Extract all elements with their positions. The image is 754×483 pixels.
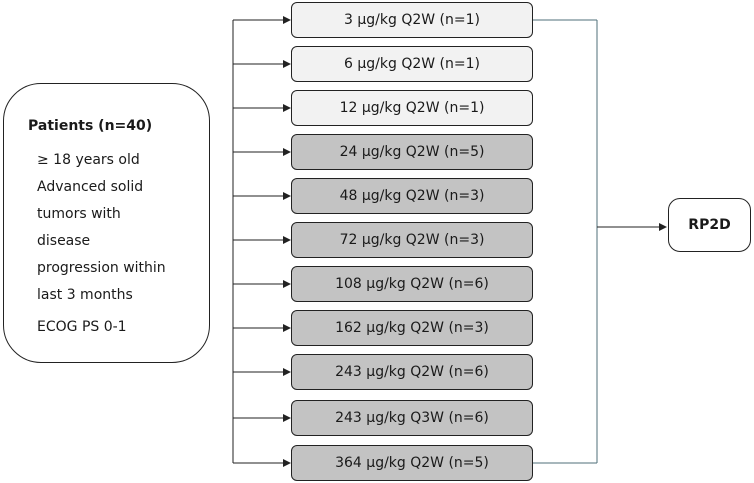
dose-arm-box: 6 μg/kg Q2W (n=1) xyxy=(291,46,533,82)
dose-arm-label: 48 μg/kg Q2W (n=3) xyxy=(339,188,485,204)
patients-title: Patients (n=40) xyxy=(28,118,153,134)
criterion-line-5: last 3 months xyxy=(37,287,133,303)
dose-arm-label: 162 μg/kg Q2W (n=3) xyxy=(335,320,489,336)
dose-arm-label: 364 μg/kg Q2W (n=5) xyxy=(335,455,489,471)
criterion-line-2: tumors with xyxy=(37,206,121,222)
rp2d-box: RP2D xyxy=(668,198,751,252)
rp2d-label: RP2D xyxy=(688,217,731,233)
patients-box: Patients (n=40) ≥ 18 years old Advanced … xyxy=(3,83,210,363)
dose-arm-label: 24 μg/kg Q2W (n=5) xyxy=(339,144,485,160)
dose-arm-box: 12 μg/kg Q2W (n=1) xyxy=(291,90,533,126)
dose-arm-box: 72 μg/kg Q2W (n=3) xyxy=(291,222,533,258)
dose-arm-box: 108 μg/kg Q2W (n=6) xyxy=(291,266,533,302)
dose-arm-box: 364 μg/kg Q2W (n=5) xyxy=(291,445,533,481)
dose-arm-label: 12 μg/kg Q2W (n=1) xyxy=(339,100,485,116)
dose-arm-label: 243 μg/kg Q2W (n=6) xyxy=(335,364,489,380)
dose-arm-label: 243 μg/kg Q3W (n=6) xyxy=(335,410,489,426)
dose-arm-label: 108 μg/kg Q2W (n=6) xyxy=(335,276,489,292)
dose-arm-box: 3 μg/kg Q2W (n=1) xyxy=(291,2,533,38)
dose-arm-label: 3 μg/kg Q2W (n=1) xyxy=(344,12,480,28)
dose-arm-box: 162 μg/kg Q2W (n=3) xyxy=(291,310,533,346)
dose-arm-box: 24 μg/kg Q2W (n=5) xyxy=(291,134,533,170)
dose-arm-box: 243 μg/kg Q3W (n=6) xyxy=(291,400,533,436)
criterion-line-4: progression within xyxy=(37,260,166,276)
dose-arm-label: 6 μg/kg Q2W (n=1) xyxy=(344,56,480,72)
dose-arm-box: 48 μg/kg Q2W (n=3) xyxy=(291,178,533,214)
criterion-age: ≥ 18 years old xyxy=(37,152,140,168)
criterion-ecog: ECOG PS 0-1 xyxy=(37,319,127,335)
dose-arm-box: 243 μg/kg Q2W (n=6) xyxy=(291,354,533,390)
criterion-line-3: disease xyxy=(37,233,91,249)
criterion-line-1: Advanced solid xyxy=(37,179,144,195)
dose-arm-label: 72 μg/kg Q2W (n=3) xyxy=(339,232,485,248)
